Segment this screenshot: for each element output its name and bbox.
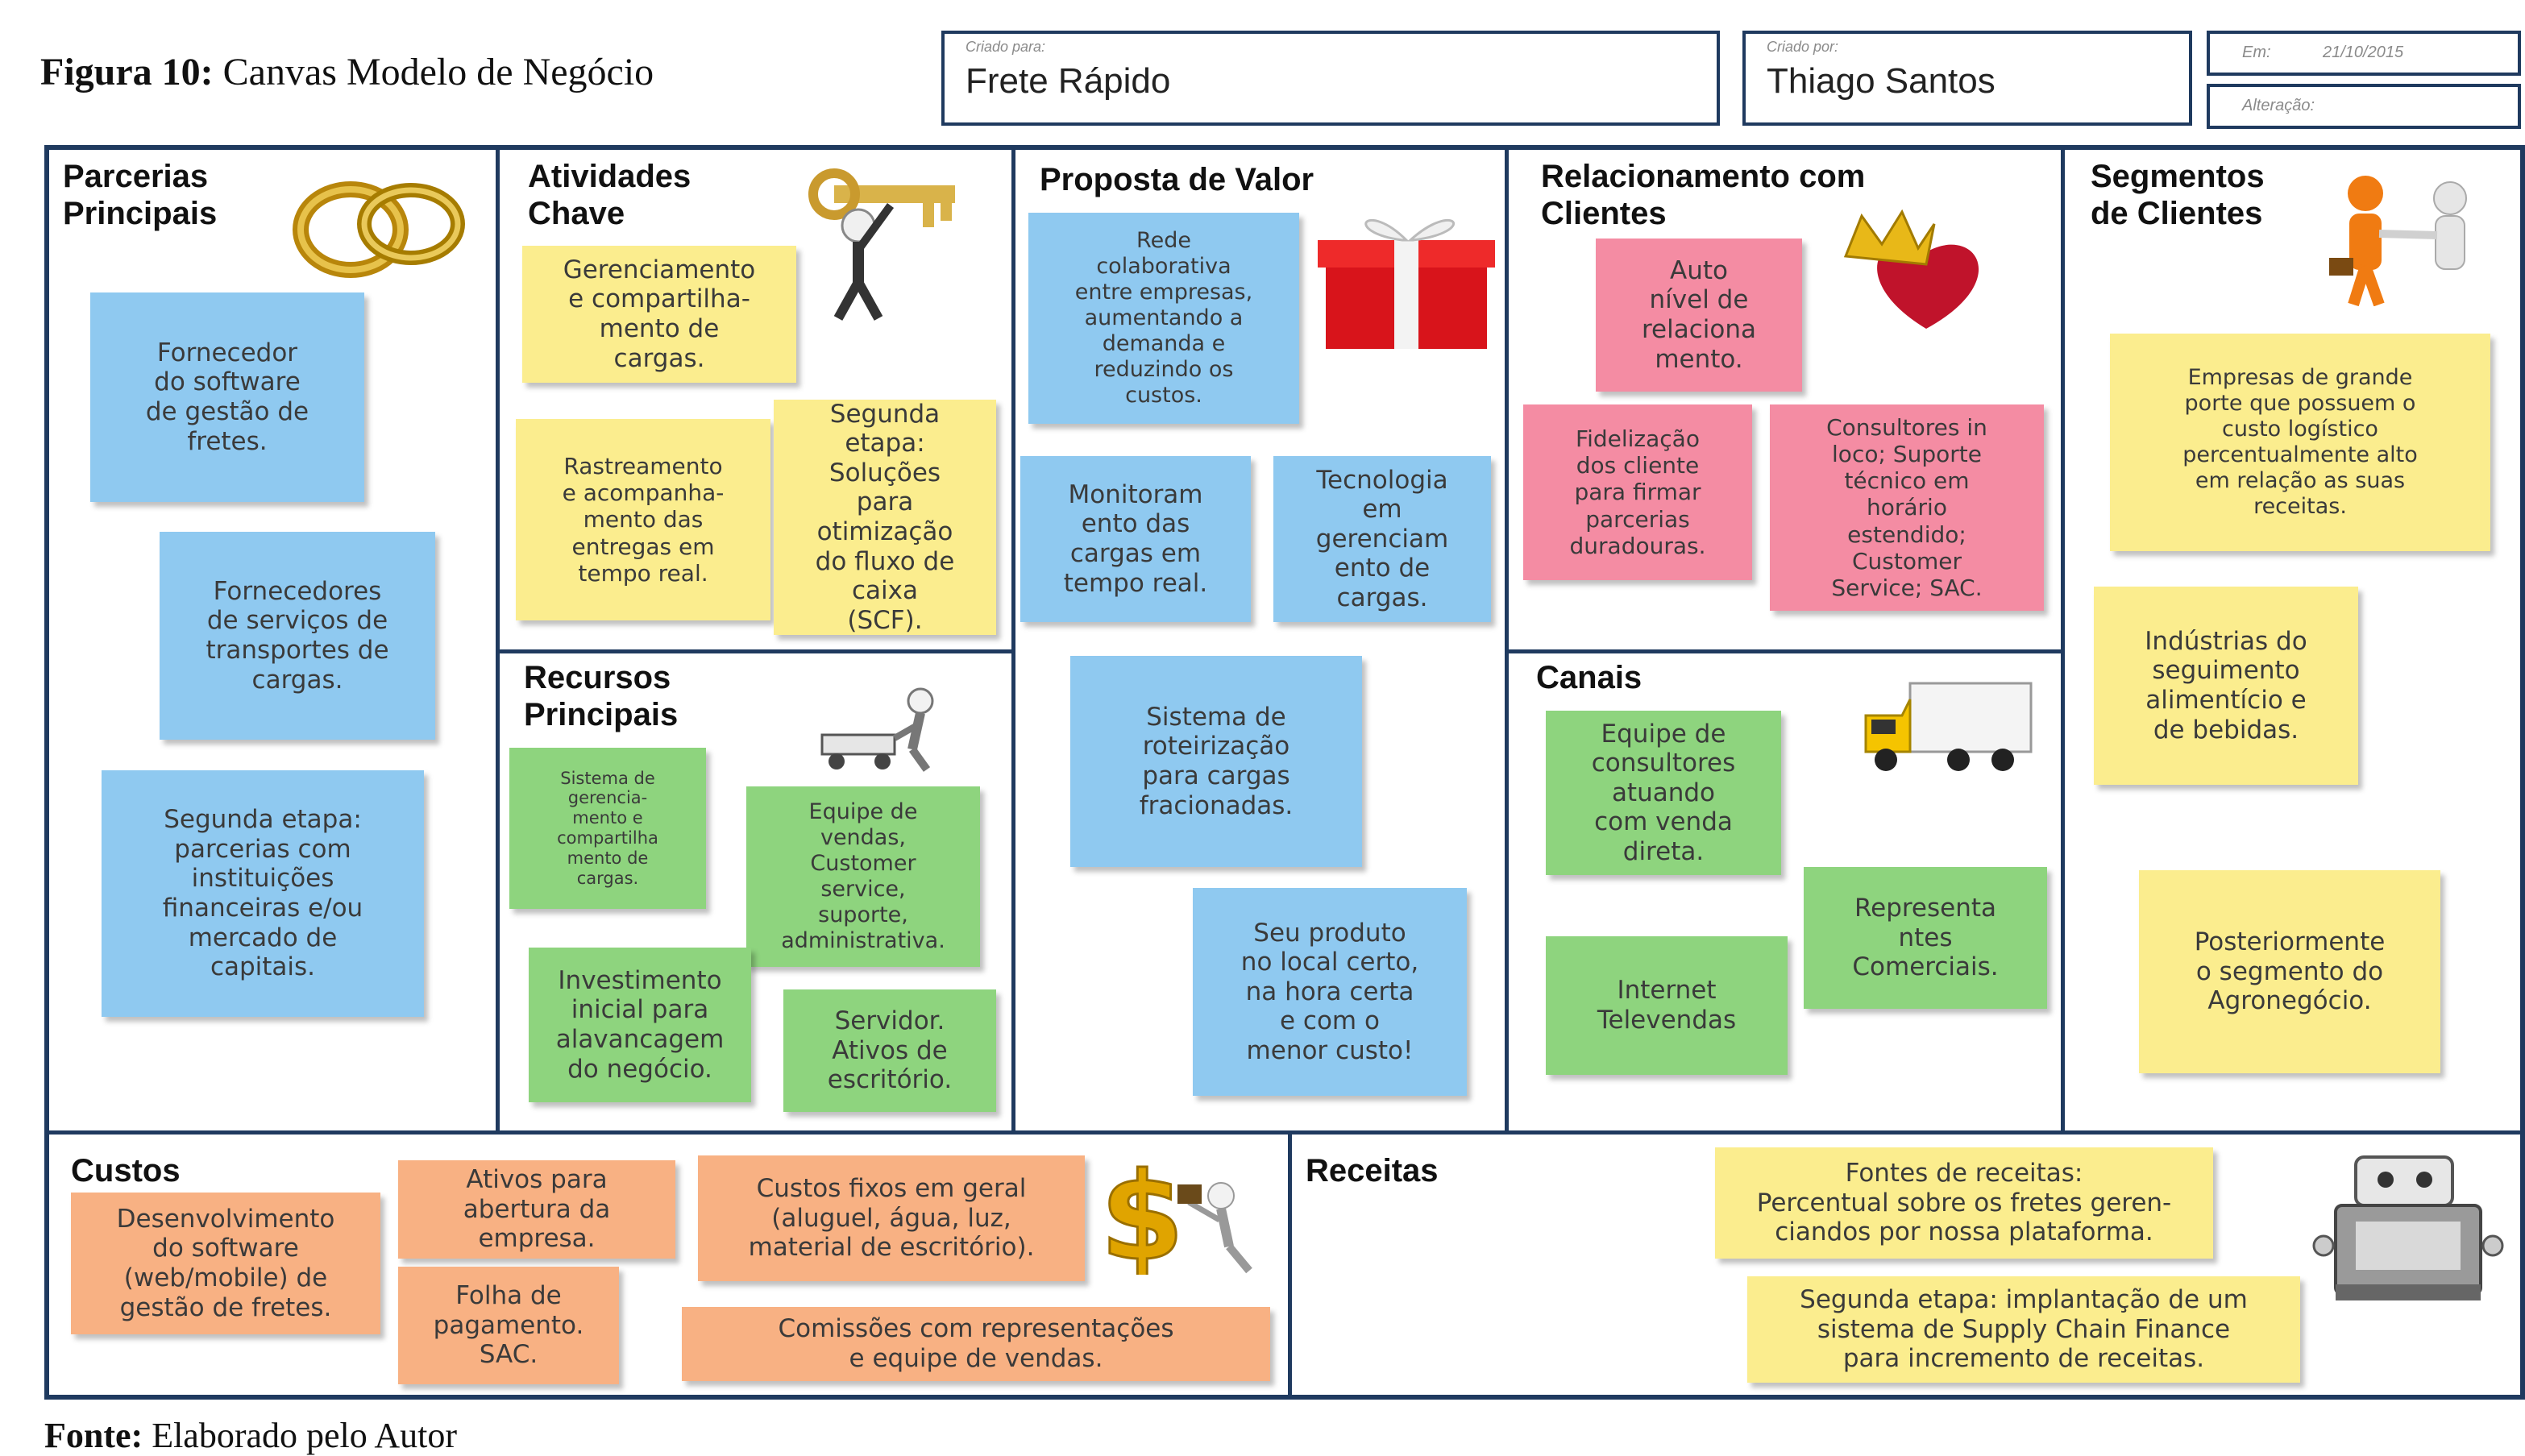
figure-title: Figura 10: Canvas Modelo de Negócio — [40, 50, 654, 94]
change-box: Alteração: — [2207, 84, 2521, 129]
sticky-note: Segunda etapa: parcerias com instituiçõe… — [102, 770, 424, 1017]
divider — [496, 148, 500, 1131]
handshake-icon — [2329, 169, 2482, 310]
dollar-sign-icon: $ — [1099, 1147, 1269, 1289]
divider — [1505, 649, 2061, 653]
sticky-note: Desenvolvimento do software (web/mobile)… — [71, 1193, 380, 1334]
sticky-note: Representa ntes Comerciais. — [1804, 867, 2047, 1009]
sticky-note: Fornecedor do software de gestão de fret… — [90, 292, 364, 502]
date-label: Em: — [2242, 44, 2271, 61]
partners-title: Parcerias Principais — [63, 159, 218, 231]
hand-truck-figure-icon — [814, 685, 959, 778]
sticky-note: Ativos para abertura da empresa. — [398, 1160, 675, 1259]
sticky-note: Folha de pagamento. SAC. — [398, 1267, 619, 1384]
sticky-note: Sistema de roteirização para cargas frac… — [1070, 656, 1362, 867]
sticky-note: Rastreamento e acompanha- mento das entr… — [516, 419, 770, 620]
sticky-note: Monitoram ento das cargas em tempo real. — [1020, 456, 1251, 622]
source-text: Elaborado pelo Autor — [152, 1416, 457, 1455]
created-for-box: Criado para: Frete Rápido — [941, 31, 1720, 126]
sticky-note: Segunda etapa: implantação de um sistema… — [1747, 1276, 2300, 1383]
activities-title: Atividades Chave — [528, 159, 691, 231]
divider — [496, 649, 1011, 653]
source-label: Fonte: — [44, 1416, 143, 1455]
wedding-rings-icon — [286, 169, 480, 286]
value-title: Proposta de Valor — [1040, 162, 1314, 197]
crowned-heart-icon — [1829, 208, 2015, 341]
date-value: 21/10/2015 — [2323, 44, 2404, 61]
sticky-note: Seu produto no local certo, na hora cert… — [1193, 888, 1467, 1096]
divider — [1505, 148, 1509, 1131]
sticky-note: Indústrias do seguimento alimentício e d… — [2094, 587, 2358, 785]
sticky-note: Auto nível de relaciona mento. — [1596, 239, 1802, 392]
divider — [2061, 148, 2065, 1131]
sticky-note: Custos fixos em geral (aluguel, água, lu… — [698, 1155, 1085, 1281]
change-label: Alteração: — [2242, 97, 2315, 114]
sticky-note: Segunda etapa: Soluções para otimização … — [774, 400, 996, 635]
sticky-note: Fidelização dos cliente para firmar parc… — [1523, 404, 1752, 580]
cash-register-icon — [2311, 1149, 2505, 1314]
sticky-note: Internet Televendas — [1546, 936, 1788, 1075]
channels-title: Canais — [1536, 660, 1642, 695]
sticky-note: Gerenciamento e compartilha- mento de ca… — [522, 246, 796, 383]
sticky-note: Empresas de grande porte que possuem o c… — [2110, 334, 2490, 551]
created-by-label: Criado por: — [1767, 39, 1839, 55]
sticky-note: Tecnologia em gerenciam ento de cargas. — [1273, 456, 1491, 622]
resources-title: Recursos Principais — [524, 660, 679, 732]
source-caption: Fonte: Elaborado pelo Autor — [44, 1415, 457, 1456]
created-by-box: Criado por: Thiago Santos — [1742, 31, 2192, 126]
costs-title: Custos — [71, 1153, 181, 1188]
sticky-note: Equipe de vendas, Customer service, supo… — [746, 786, 980, 967]
figure-label: Figura 10: — [40, 51, 214, 93]
key-figure-icon — [802, 161, 963, 326]
date-box: Em: 21/10/2015 — [2207, 31, 2521, 76]
gift-icon — [1318, 208, 1495, 357]
sticky-note: Investimento inicial para alavancagem do… — [529, 948, 751, 1102]
sticky-note: Fontes de receitas: Percentual sobre os … — [1715, 1147, 2213, 1259]
created-for-label: Criado para: — [966, 39, 1046, 55]
divider — [47, 1130, 2525, 1135]
relationship-title: Relacionamento com Clientes — [1541, 159, 1866, 231]
sticky-note: Equipe de consultores atuando com venda … — [1546, 711, 1781, 875]
truck-icon — [1862, 675, 2035, 784]
figure-title-text: Canvas Modelo de Negócio — [222, 51, 654, 93]
sticky-note: Consultores in loco; Suporte técnico em … — [1770, 404, 2044, 611]
segments-title: Segmentos de Clientes — [2091, 159, 2265, 231]
sticky-note: Sistema de gerencia- mento e compartilha… — [509, 748, 706, 909]
svg-text:$: $ — [1100, 1154, 1184, 1275]
sticky-note: Posteriormente o segmento do Agronegócio… — [2139, 870, 2440, 1073]
sticky-note: Rede colaborativa entre empresas, aument… — [1028, 213, 1299, 424]
divider — [1011, 148, 1015, 1131]
created-for-value: Frete Rápido — [966, 61, 1171, 101]
sticky-note: Servidor. Ativos de escritório. — [783, 989, 996, 1112]
divider — [1288, 1130, 1292, 1396]
created-by-value: Thiago Santos — [1767, 61, 1995, 101]
sticky-note: Fornecedores de serviços de transportes … — [160, 532, 435, 740]
sticky-note: Comissões com representações e equipe de… — [682, 1307, 1270, 1381]
revenue-title: Receitas — [1306, 1153, 1439, 1188]
